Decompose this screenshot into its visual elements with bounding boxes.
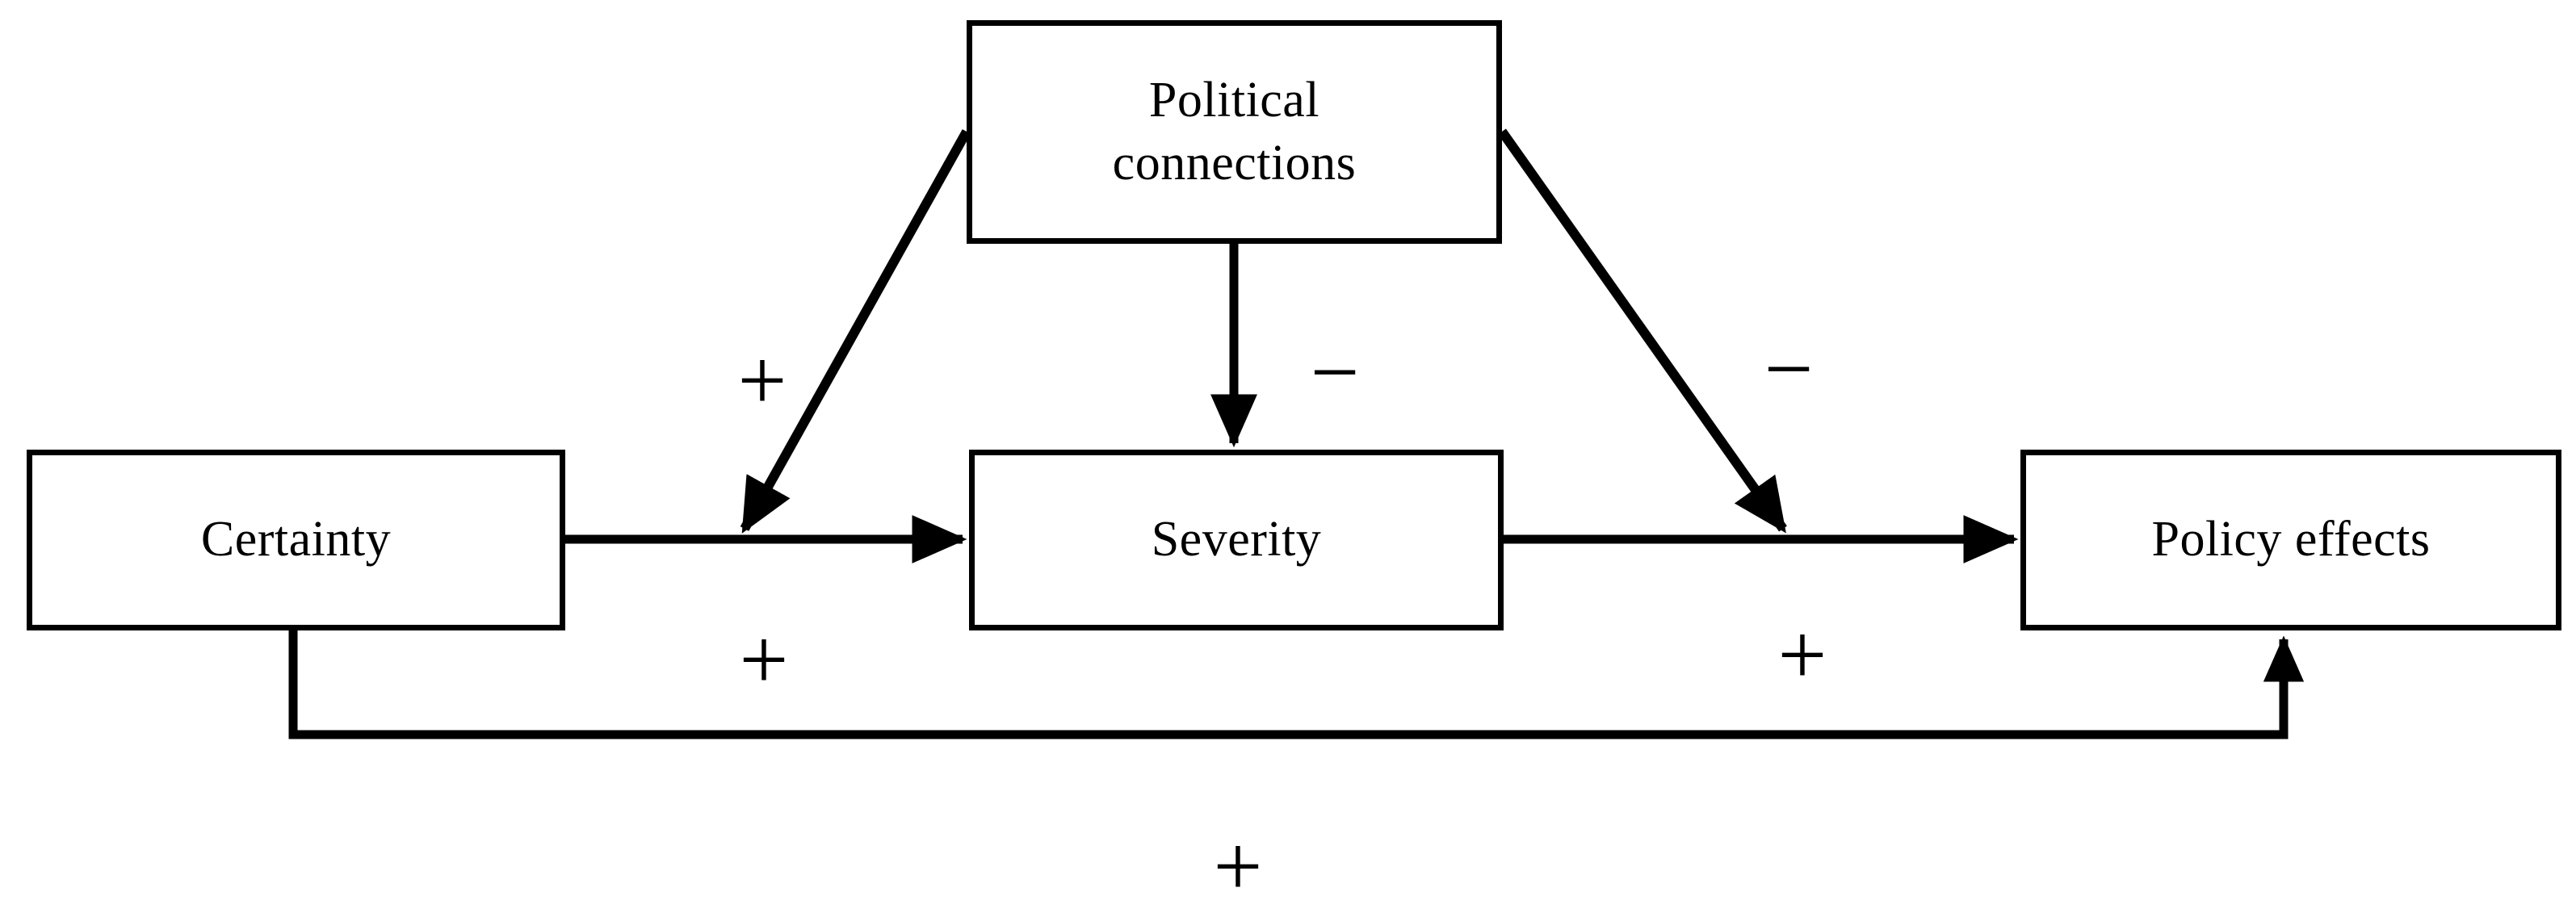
sign-political-connections-moderator-right: −: [1764, 321, 1814, 417]
edge-certainty-to-policy-effects: [288, 630, 2305, 739]
node-severity-label: Severity: [1151, 512, 1322, 567]
node-policy-effects[interactable]: Policy effects: [2020, 450, 2561, 630]
sign-political-connections-moderator-left: +: [737, 333, 787, 429]
node-severity[interactable]: Severity: [969, 450, 1504, 630]
sign-political-connections-to-severity: −: [1310, 325, 1360, 421]
edge-political-connections-moderator-left: [740, 129, 971, 534]
sign-severity-to-policy-effects: +: [1777, 607, 1827, 703]
edge-political-connections-moderator-right: [1498, 128, 1787, 534]
sign-certainty-to-policy-effects: +: [1213, 819, 1263, 913]
node-political-connections[interactable]: Political connections: [967, 20, 1502, 244]
node-policy-effects-label: Policy effects: [2151, 512, 2431, 567]
sign-certainty-to-severity: +: [739, 612, 789, 708]
node-political-connections-label: Political connections: [1112, 73, 1357, 191]
node-certainty-label: Certainty: [200, 512, 392, 567]
node-certainty[interactable]: Certainty: [27, 450, 565, 630]
